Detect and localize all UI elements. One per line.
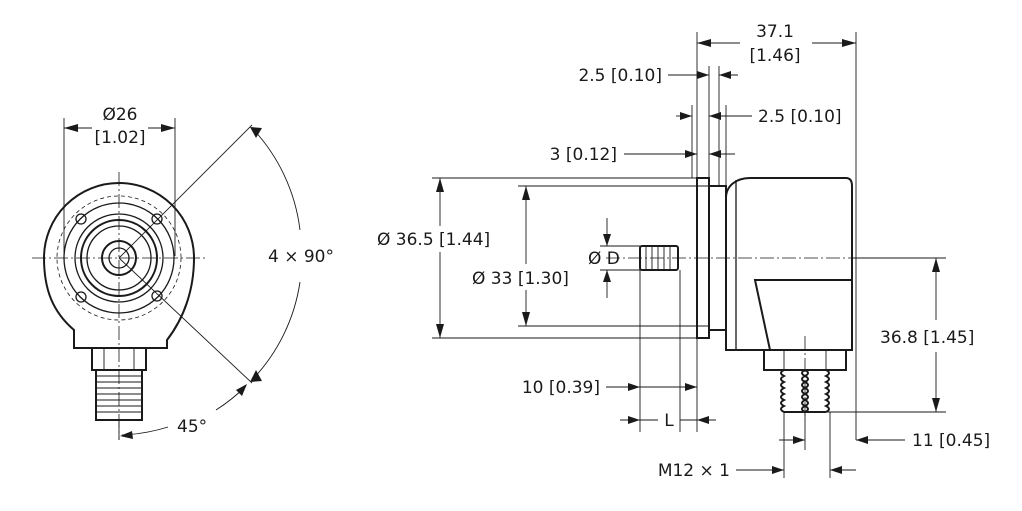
overall-length-inch-label: [1.46]: [749, 46, 800, 66]
arrow: [932, 258, 940, 272]
arrow: [236, 384, 247, 396]
arrow: [628, 416, 640, 424]
side-housing: [725, 177, 853, 351]
arrow: [436, 324, 444, 338]
arrow: [697, 71, 709, 79]
shaft-l-label: L: [664, 411, 674, 431]
flange-thickness-right-label: 2.5 [0.10]: [758, 107, 842, 127]
mount-hole: [75, 291, 87, 303]
mount-hole: [151, 213, 163, 225]
arrow: [436, 178, 444, 192]
arrow: [685, 150, 697, 158]
flange-thickness-left-label: 2.5 [0.10]: [578, 66, 662, 86]
arrow: [522, 312, 530, 326]
shaft-diameter-label: Ø D: [588, 249, 620, 269]
hole-pattern-label: 4 × 90°: [268, 247, 334, 267]
overall-length-label: 37.1: [756, 22, 794, 42]
connector-height-label: 36.8 [1.45]: [880, 328, 974, 348]
arrow: [932, 398, 940, 412]
pilot-diameter-label: Ø 33 [1.30]: [472, 269, 569, 289]
front-pilot-ring: [74, 213, 164, 303]
arrow: [161, 124, 175, 132]
hole-diagonal: [118, 257, 253, 384]
side-view: 37.1 [1.46] 2.5 [0.10] 2.5 [0.10] 3 [0.1…: [377, 22, 990, 481]
connector-thread: [780, 369, 830, 413]
front-housing-outline: [42, 182, 196, 349]
arrow: [697, 416, 709, 424]
arrow: [793, 436, 805, 444]
arrow: [603, 234, 611, 246]
outer-diameter-label: Ø 36.5 [1.44]: [377, 230, 490, 250]
angle-arc-90: [251, 281, 301, 381]
angle-arc-90: [251, 127, 301, 231]
front-diameter-inch-label: [1.02]: [94, 128, 145, 148]
arrow: [680, 112, 692, 120]
arrow: [250, 370, 262, 382]
shaft-length-label: 10 [0.39]: [522, 378, 600, 398]
arrow: [250, 127, 262, 138]
arrow: [842, 39, 856, 47]
hole-diagonal: [118, 124, 253, 259]
flange-gap-label: 3 [0.12]: [550, 145, 617, 165]
arrow: [628, 383, 640, 391]
thread-lines: [96, 375, 142, 413]
arrow: [685, 383, 697, 391]
connector-block: [753, 279, 853, 351]
front-view: Ø26 [1.02] 4 × 90° 45°: [32, 105, 334, 440]
connector-offset-label: 11 [0.45]: [912, 431, 990, 451]
mount-hole: [151, 290, 163, 302]
arrow: [772, 466, 784, 474]
front-diameter-label: Ø26: [102, 105, 137, 125]
arrow: [697, 39, 711, 47]
arrow: [522, 186, 530, 200]
arrow: [120, 431, 133, 439]
mount-hole: [75, 213, 87, 225]
arrow: [603, 270, 611, 282]
arrow: [64, 124, 78, 132]
connector-thread-label: M12 × 1: [658, 461, 730, 481]
rotation-angle-label: 45°: [177, 417, 207, 437]
